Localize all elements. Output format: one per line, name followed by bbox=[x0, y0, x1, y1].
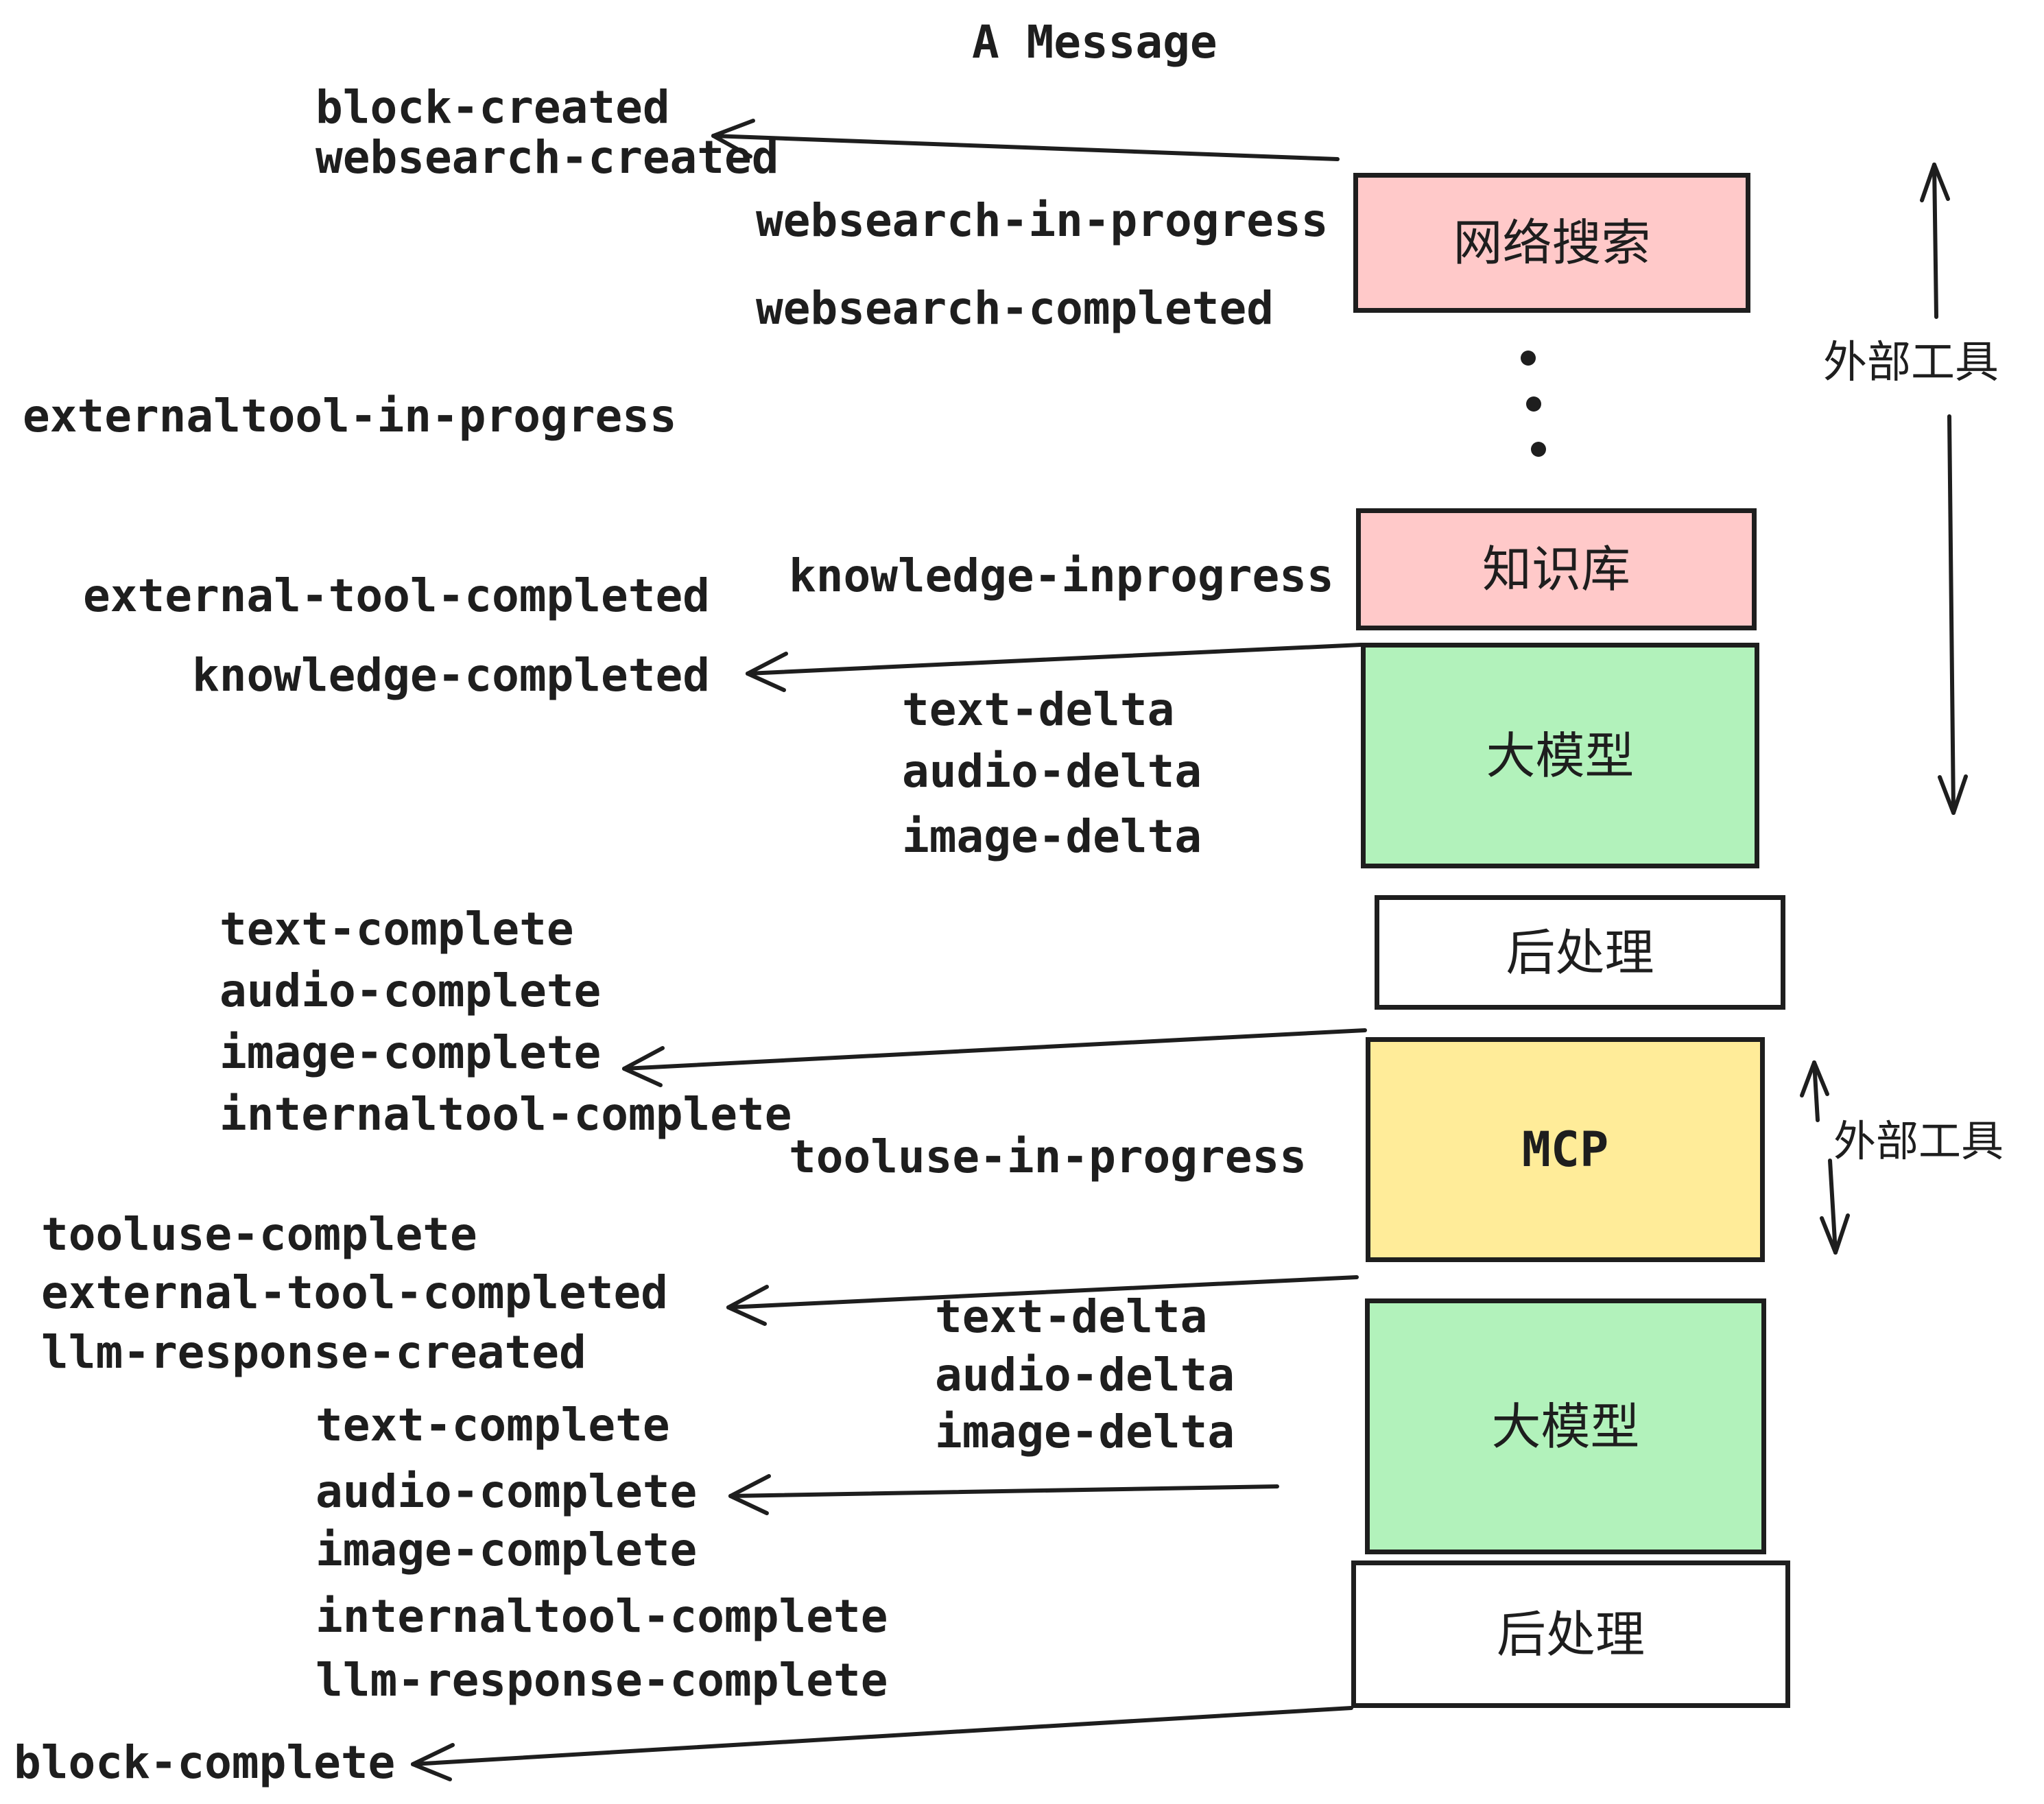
node-mcp: MCP bbox=[1366, 1037, 1765, 1262]
left-arrow-audio-complete-icon bbox=[728, 1474, 1279, 1515]
external-tools-label-top: 外部工具 bbox=[1823, 337, 1999, 388]
node-llm-1-label: 大模型 bbox=[1486, 726, 1635, 785]
node-postprocess-1: 后处理 bbox=[1375, 895, 1785, 1010]
event-tooluse-in-progress: tooluse-in-progress bbox=[789, 1130, 1307, 1183]
node-llm-2: 大模型 bbox=[1365, 1298, 1766, 1554]
node-llm-2-label: 大模型 bbox=[1491, 1397, 1640, 1456]
node-postprocess-2-label: 后处理 bbox=[1496, 1605, 1645, 1663]
event-knowledge-inprogress: knowledge-inprogress bbox=[789, 549, 1334, 602]
vertical-ellipsis-icon bbox=[1521, 351, 1546, 457]
node-knowledge-label: 知识库 bbox=[1482, 541, 1630, 598]
left-arrow-image-complete-icon bbox=[622, 1028, 1367, 1087]
event-text-delta-1: text-delta bbox=[902, 683, 1175, 736]
event-tooluse-complete: tooluse-complete bbox=[41, 1208, 477, 1261]
event-text-complete-2: text-complete bbox=[316, 1399, 670, 1451]
diagram-title: A Message bbox=[972, 16, 1217, 69]
event-audio-delta-2: audio-delta bbox=[935, 1349, 1235, 1401]
event-text-complete-1: text-complete bbox=[219, 903, 574, 956]
external-tools-label-mcp: 外部工具 bbox=[1833, 1116, 2004, 1166]
event-audio-complete-1: audio-complete bbox=[219, 964, 602, 1017]
event-internaltool-complete-2: internaltool-complete bbox=[316, 1590, 888, 1643]
double-vertical-arrow-top-icon bbox=[1920, 163, 1968, 815]
left-arrow-websearch-created-icon bbox=[711, 119, 1340, 161]
node-llm-1: 大模型 bbox=[1361, 643, 1759, 868]
event-block-created: block-created bbox=[316, 81, 670, 134]
event-image-delta-2: image-delta bbox=[935, 1405, 1235, 1458]
event-llm-response-complete: llm-response-complete bbox=[316, 1654, 888, 1707]
node-websearch: 网络搜索 bbox=[1353, 173, 1750, 313]
event-audio-delta-1: audio-delta bbox=[902, 745, 1202, 798]
event-internaltool-complete-1: internaltool-complete bbox=[219, 1088, 792, 1141]
node-knowledge: 知识库 bbox=[1356, 508, 1757, 630]
event-image-delta-1: image-delta bbox=[902, 810, 1202, 863]
event-image-complete-2: image-complete bbox=[316, 1523, 698, 1576]
event-external-tool-completed: external-tool-completed bbox=[83, 569, 710, 622]
event-block-complete: block-complete bbox=[14, 1736, 396, 1789]
event-websearch-created: websearch-created bbox=[316, 131, 779, 184]
event-audio-complete-2: audio-complete bbox=[316, 1465, 698, 1518]
event-knowledge-completed: knowledge-completed bbox=[192, 649, 710, 702]
node-postprocess-2: 后处理 bbox=[1351, 1560, 1790, 1708]
event-websearch-completed: websearch-completed bbox=[756, 282, 1274, 335]
event-text-delta-2: text-delta bbox=[935, 1290, 1208, 1343]
node-websearch-label: 网络搜索 bbox=[1453, 214, 1651, 272]
event-externaltool-in-progress: externaltool-in-progress bbox=[23, 390, 677, 442]
event-websearch-in-progress: websearch-in-progress bbox=[756, 194, 1329, 247]
event-llm-response-created: llm-response-created bbox=[41, 1326, 586, 1379]
node-postprocess-1-label: 后处理 bbox=[1506, 923, 1654, 982]
node-mcp-label: MCP bbox=[1521, 1121, 1609, 1178]
event-external-tool-completed-2: external-tool-completed bbox=[41, 1266, 668, 1319]
event-image-complete-1: image-complete bbox=[219, 1026, 602, 1079]
left-arrow-block-complete-icon bbox=[411, 1706, 1353, 1781]
